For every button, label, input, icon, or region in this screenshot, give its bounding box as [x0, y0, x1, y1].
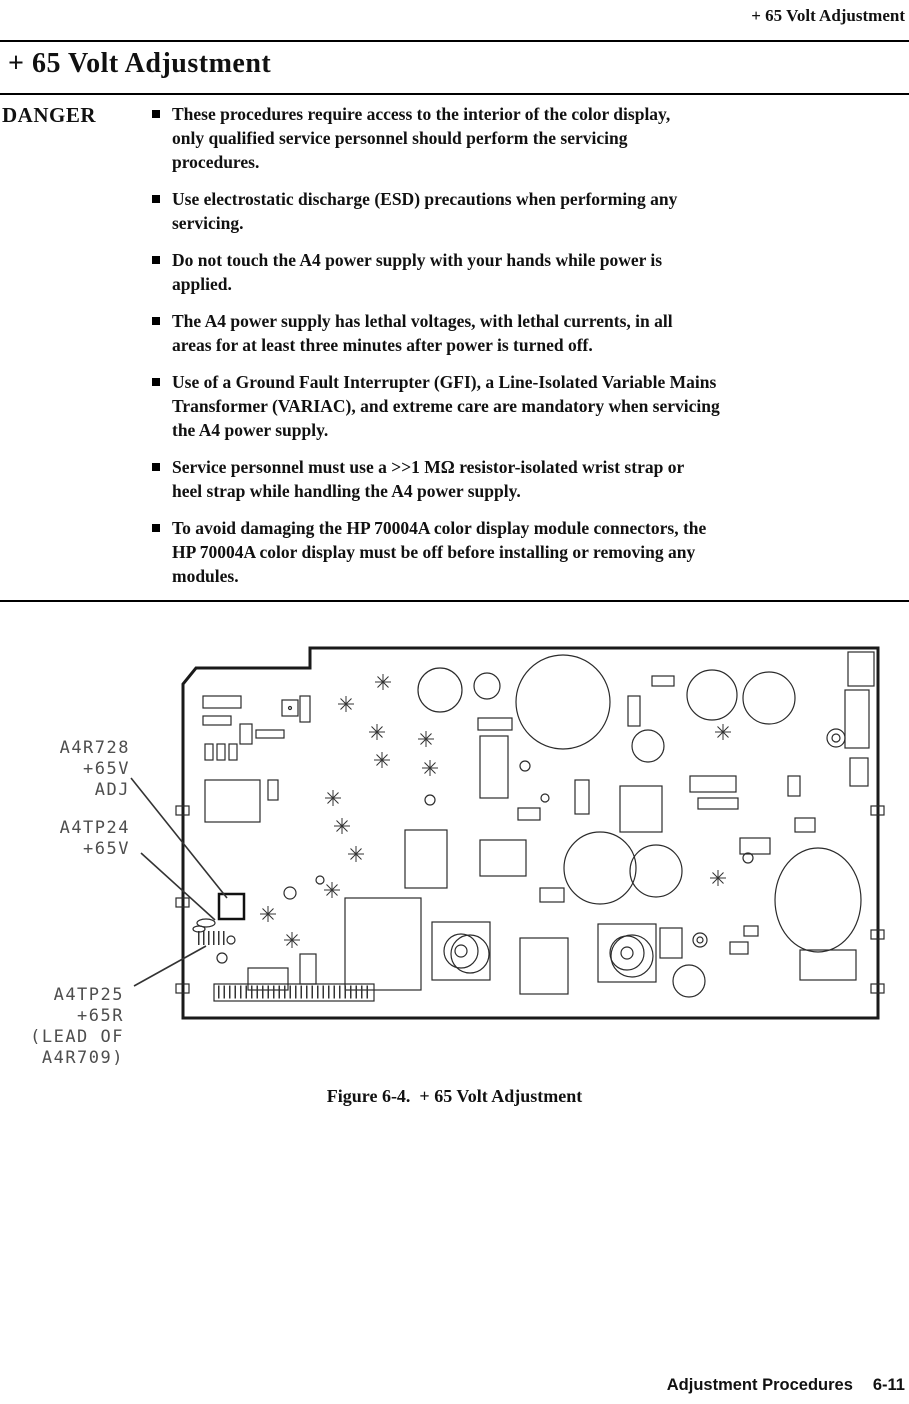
- warning-text: The A4 power supply has lethal voltages,…: [172, 311, 673, 355]
- warning-text: Use of a Ground Fault Interrupter (GFI),…: [172, 372, 720, 440]
- warning-item: To avoid damaging the HP 70004A color di…: [150, 516, 908, 588]
- leader-line-a4tp24: [140, 852, 216, 921]
- footer-page-number: 6-11: [872, 1376, 905, 1394]
- a4r728-pot-outline: [217, 892, 246, 921]
- leader-line-a4tp25: [133, 945, 207, 987]
- leader-line-a4r728: [130, 777, 228, 899]
- warning-item: Use electrostatic discharge (ESD) precau…: [150, 187, 908, 235]
- danger-warning-list: These procedures require access to the i…: [150, 102, 908, 601]
- warning-item: These procedures require access to the i…: [150, 102, 908, 174]
- bullet-square-icon: [152, 317, 160, 325]
- rule-above-figure: [0, 600, 909, 602]
- callout-a4tp24: A4TP24 +65V: [59, 818, 130, 859]
- bullet-square-icon: [152, 256, 160, 264]
- bullet-square-icon: [152, 195, 160, 203]
- warning-item: Do not touch the A4 power supply with yo…: [150, 248, 908, 296]
- warning-text: To avoid damaging the HP 70004A color di…: [172, 518, 707, 586]
- warning-text: These procedures require access to the i…: [172, 104, 671, 172]
- danger-label: DANGER: [2, 103, 97, 127]
- bullet-square-icon: [152, 524, 160, 532]
- rule-under-title: [0, 93, 909, 95]
- page-title: + 65 Volt Adjustment: [8, 48, 272, 79]
- figure-6-4: [0, 640, 909, 1080]
- callout-a4r728: A4R728 +65V ADJ: [59, 738, 130, 800]
- warning-text: Use electrostatic discharge (ESD) precau…: [172, 189, 678, 233]
- warning-item: Service personnel must use a >>1 MΩ resi…: [150, 455, 908, 503]
- bullet-square-icon: [152, 110, 160, 118]
- warning-text: Do not touch the A4 power supply with yo…: [172, 250, 663, 294]
- running-header: + 65 Volt Adjustment: [751, 6, 905, 25]
- bullet-square-icon: [152, 463, 160, 471]
- warning-item: The A4 power supply has lethal voltages,…: [150, 309, 908, 357]
- figure-caption: Figure 6-4. + 65 Volt Adjustment: [326, 1086, 583, 1106]
- footer-section-name: Adjustment Procedures: [666, 1376, 853, 1394]
- bullet-square-icon: [152, 378, 160, 386]
- warning-item: Use of a Ground Fault Interrupter (GFI),…: [150, 370, 908, 442]
- page-footer: Adjustment Procedures 6-11: [667, 1376, 905, 1395]
- callout-a4tp25: A4TP25 +65R (LEAD OF A4R709): [30, 985, 124, 1068]
- pcb-line-drawing: [130, 646, 885, 1020]
- rule-top: [0, 40, 909, 42]
- warning-text: Service personnel must use a >>1 MΩ resi…: [172, 457, 685, 501]
